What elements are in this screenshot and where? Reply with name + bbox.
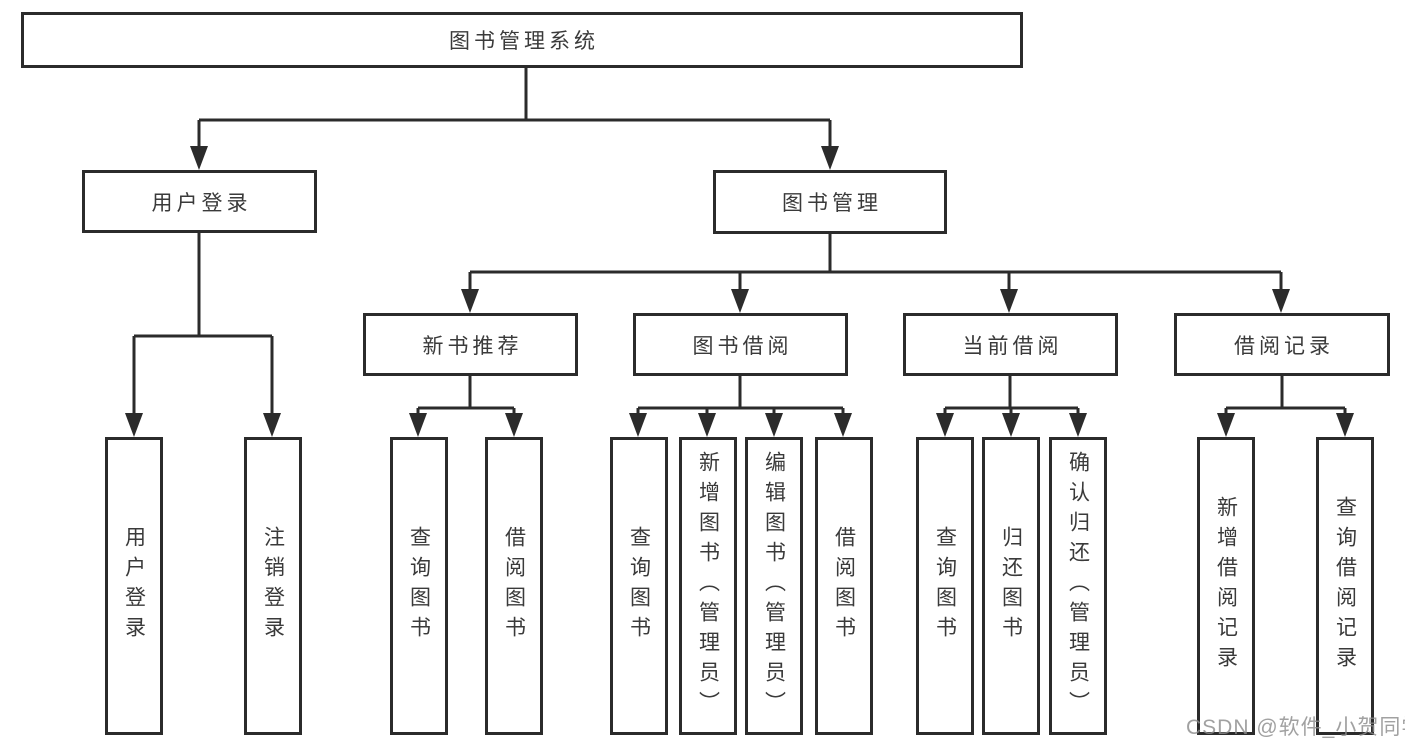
node-label: 借阅记录 bbox=[1234, 334, 1334, 358]
leaf-query-books-recommend: 查询图书 bbox=[390, 437, 448, 735]
node-label: 当前借阅 bbox=[962, 334, 1063, 358]
node-label: 图书借阅 bbox=[692, 334, 793, 358]
leaf-label: 查询借阅记录 bbox=[1333, 496, 1357, 676]
leaf-user-login: 用户登录 bbox=[105, 437, 163, 735]
csdn-watermark: CSDN @软件_小贺同学 bbox=[1186, 716, 1405, 739]
node-label: 用户登录 bbox=[151, 191, 252, 215]
leaf-label: 确认归还（管理员） bbox=[1066, 451, 1090, 721]
leaf-add-book-admin: 新增图书（管理员） bbox=[679, 437, 737, 735]
leaf-label: 新增借阅记录 bbox=[1214, 496, 1238, 676]
node-label: 新书推荐 bbox=[422, 334, 523, 358]
leaf-label: 注销登录 bbox=[261, 526, 285, 646]
leaf-label: 借阅图书 bbox=[502, 526, 526, 646]
node-label: 图书管理系统 bbox=[449, 30, 599, 53]
leaf-label: 新增图书（管理员） bbox=[696, 451, 720, 721]
node-borrow-records: 借阅记录 bbox=[1174, 313, 1390, 376]
leaf-return-book: 归还图书 bbox=[982, 437, 1040, 735]
connector-drop-lines bbox=[132, 120, 1347, 417]
leaf-query-books-current: 查询图书 bbox=[916, 437, 974, 735]
node-user-login: 用户登录 bbox=[82, 170, 317, 233]
node-label: 图书管理 bbox=[782, 192, 882, 215]
leaf-query-books-borrow: 查询图书 bbox=[610, 437, 668, 735]
leaf-logout: 注销登录 bbox=[244, 437, 302, 735]
leaf-label: 借阅图书 bbox=[832, 526, 856, 646]
node-system-root: 图书管理系统 bbox=[21, 12, 1023, 68]
leaf-edit-book-admin: 编辑图书（管理员） bbox=[745, 437, 803, 735]
leaf-add-borrow-record: 新增借阅记录 bbox=[1197, 437, 1255, 735]
leaf-label: 归还图书 bbox=[999, 526, 1023, 646]
leaf-label: 查询图书 bbox=[627, 526, 651, 646]
node-book-borrow: 图书借阅 bbox=[633, 313, 848, 376]
node-current-borrow: 当前借阅 bbox=[903, 313, 1118, 376]
arrowhead-icons bbox=[125, 146, 1354, 437]
connector-trunk-lines bbox=[134, 68, 1345, 410]
leaf-label: 查询图书 bbox=[933, 526, 957, 646]
node-new-book-recommend: 新书推荐 bbox=[363, 313, 578, 376]
leaf-query-borrow-record: 查询借阅记录 bbox=[1316, 437, 1374, 735]
leaf-label: 编辑图书（管理员） bbox=[762, 451, 786, 721]
leaf-borrow-books-recommend: 借阅图书 bbox=[485, 437, 543, 735]
leaf-label: 用户登录 bbox=[122, 526, 146, 646]
leaf-confirm-return-admin: 确认归还（管理员） bbox=[1049, 437, 1107, 735]
leaf-label: 查询图书 bbox=[407, 526, 431, 646]
node-book-management: 图书管理 bbox=[713, 170, 947, 234]
leaf-borrow-books-borrow: 借阅图书 bbox=[815, 437, 873, 735]
